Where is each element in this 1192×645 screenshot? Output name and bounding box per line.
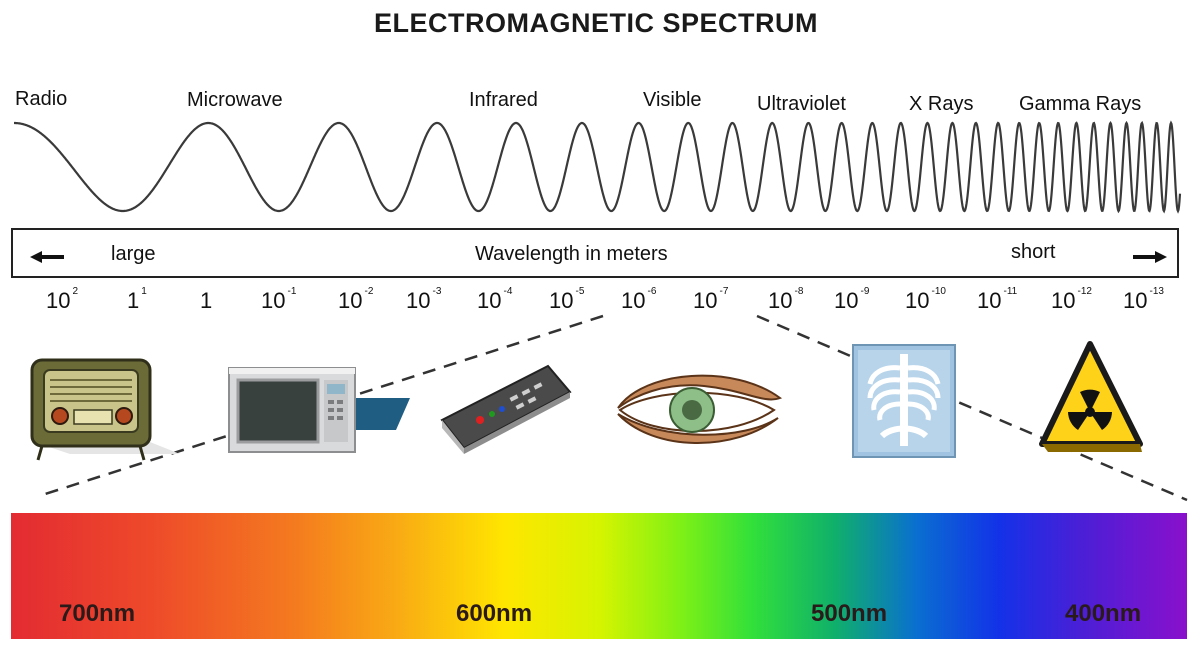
wavelength-value: 10-8 (768, 285, 804, 313)
band-label-gamma-rays: Gamma Rays (1019, 93, 1142, 115)
wavelength-wave (14, 120, 1182, 214)
wavelength-scale-bar: large Wavelength in meters short (11, 228, 1179, 278)
eye-icon (617, 374, 783, 444)
spectrum-label-500nm: 500nm (811, 600, 888, 627)
wave-line (14, 120, 1182, 214)
band-label-x-rays: X Rays (909, 93, 974, 115)
spectrum-label-400nm: 400nm (1065, 600, 1142, 627)
wavelength-value: 10-12 (1051, 285, 1092, 313)
xray-chest-icon (852, 344, 956, 458)
wavelength-value: 10-2 (338, 285, 374, 313)
remote-control-icon (440, 364, 572, 454)
band-label-microwave: Microwave (187, 89, 283, 111)
wavelength-value: 10-5 (549, 285, 585, 313)
diagram-title: ELECTROMAGNETIC SPECTRUM (374, 8, 818, 38)
wavelength-value: 10-13 (1123, 285, 1164, 313)
visible-spectrum-bar: 700nm 600nm 500nm 400nm (11, 513, 1187, 639)
radio-icon (30, 358, 180, 461)
scale-label-large: large (111, 243, 156, 265)
spectrum-label-700nm: 700nm (59, 600, 136, 627)
microwave-oven-icon (228, 367, 410, 453)
arrow-right-icon (1133, 251, 1167, 263)
wavelength-value: 10-6 (621, 285, 657, 313)
band-label-visible: Visible (643, 89, 702, 111)
guide-line-right (756, 314, 1188, 502)
arrow-left-icon (30, 251, 64, 263)
radiation-warning-icon (1039, 341, 1143, 452)
band-label-infrared: Infrared (469, 89, 538, 111)
wavelength-value: 10-9 (834, 285, 870, 313)
band-label-radio: Radio (15, 88, 68, 110)
wavelength-value: 10-7 (693, 285, 729, 313)
band-label-ultraviolet: Ultraviolet (757, 93, 846, 115)
scale-label-wavelength: Wavelength in meters (475, 243, 668, 265)
wavelength-value: 1 (200, 288, 213, 313)
wavelength-value: 10-11 (977, 285, 1018, 313)
wavelength-value: 10-3 (406, 285, 442, 313)
wavelength-value: 10-10 (905, 285, 946, 313)
scale-label-short: short (1011, 241, 1056, 263)
spectrum-label-600nm: 600nm (456, 600, 533, 627)
wavelength-value: 10-1 (261, 285, 297, 313)
wavelength-value: 10-4 (477, 285, 513, 313)
